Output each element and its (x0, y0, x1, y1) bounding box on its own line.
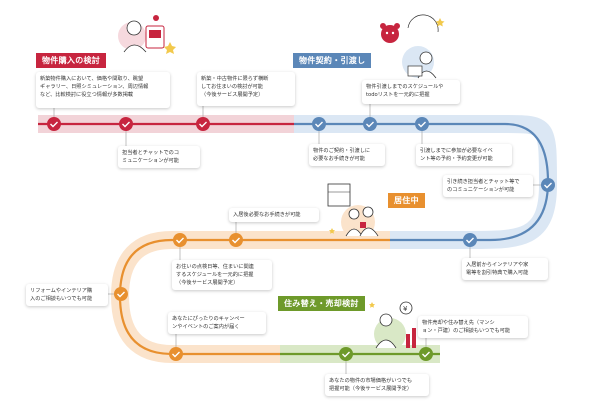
item-box: 引渡しまでに参加が必要なイベ ント等の予約・予約変更が可能 (416, 144, 512, 166)
section-header-purchase: 物件購入の検討 (36, 53, 107, 68)
item-box: あなたにぴったりのキャンペー ンやイベントのご案内が届く (168, 312, 266, 334)
check-node-orange-3 (114, 287, 128, 301)
item-box: リフォームやインテリア購 入のご相談もいつでも可能 (26, 284, 108, 306)
check-node-orange-2 (173, 233, 187, 247)
check-node-orange-4 (169, 347, 183, 361)
item-box: あなたの物件の市場価格がいつでも 把握可能（今後サービス展開予定） (325, 374, 429, 396)
check-node-green-1 (339, 347, 353, 361)
item-box: 物件引渡しまでのスケジュールや todoリストを一元的に把握 (362, 80, 460, 104)
check-node-red-2 (119, 117, 133, 131)
check-node-blue-4 (541, 178, 555, 192)
section-header-resale: 住み替え・売却検討 (278, 296, 365, 311)
check-node-blue-2 (363, 117, 377, 131)
item-box: 新築・中古物件に限らず横断 してお住まいの検討が可能 （今後サービス展開予定） (197, 72, 295, 106)
family-house-illustration (327, 183, 379, 239)
check-node-orange-1 (229, 233, 243, 247)
item-box: お住いの点検日等、住まいに関連 するスケジュールを一元的に把握 （今後サービス展… (172, 260, 272, 290)
item-box: 入居後必要なお手続きが可能 (229, 208, 319, 222)
section-header-living: 居住中 (388, 193, 425, 208)
item-box: 入居前からインテリアや家 電等を割引特典で購入可能 (462, 258, 548, 280)
item-box: 担当者とチャットでのコ ミュニケーションが可能 (118, 146, 200, 168)
section-header-contract: 物件契約・引渡し (293, 53, 372, 68)
check-node-blue-5 (463, 233, 477, 247)
check-node-red-3 (196, 117, 210, 131)
svg-text:¥: ¥ (403, 305, 408, 313)
check-node-red-1 (47, 117, 61, 131)
item-box: 新築物件購入において、価格や間取り、眺望 ギャラリー、日照シミュレーション、周辺… (36, 72, 170, 108)
person-with-phone-illustration (118, 15, 176, 54)
item-box: 物件のご契約・引渡しに 必要なお手続きが可能 (309, 144, 385, 166)
bear-and-person-illustration (380, 14, 445, 79)
check-node-blue-1 (312, 117, 326, 131)
person-with-chart-illustration: ¥ (369, 301, 416, 350)
item-box: 引き続き担当者とチャット等で のコミュニケーションが可能 (443, 175, 533, 197)
item-box: 物件売却や住み替え先（マンシ ョン・戸建）のご相談もいつでも可能 (418, 316, 528, 338)
check-node-green-2 (419, 347, 433, 361)
check-node-blue-3 (415, 117, 429, 131)
